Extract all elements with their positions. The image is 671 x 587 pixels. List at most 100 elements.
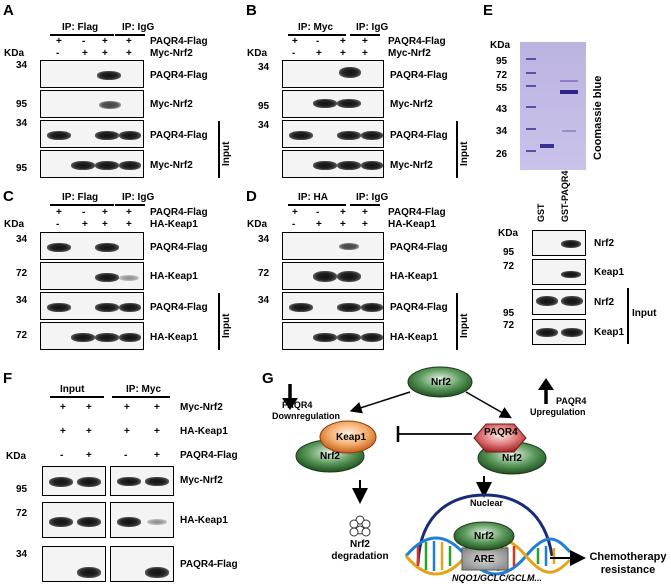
- panel-c-ip-left: IP: Flag: [62, 192, 99, 203]
- panel-d-marker: 34: [258, 234, 270, 245]
- keap1-nrf2-complex: [295, 420, 377, 473]
- panel-f-blot-3-ip: [110, 546, 174, 582]
- panel-a-marker: 34: [16, 118, 28, 129]
- panel-a-marker: 95: [16, 99, 28, 110]
- panel-f-blot-label: HA-Keap1: [180, 515, 228, 526]
- panel-f-sign: +: [86, 426, 92, 437]
- panel-a-sign: +: [102, 36, 108, 47]
- g-left-label-1: PAQR4: [282, 400, 313, 410]
- panel-e-lane-label: GST: [536, 203, 546, 222]
- panel-a-marker: 34: [16, 60, 28, 71]
- panel-b-sign: -: [316, 36, 320, 47]
- panel-d-blot-2: [282, 262, 384, 290]
- panel-b-letter: B: [246, 2, 257, 19]
- panel-b-sign: +: [316, 48, 322, 59]
- panel-f-sign: +: [154, 450, 160, 461]
- panel-a-blot-2: [40, 90, 144, 118]
- panel-c-sign: -: [56, 219, 60, 230]
- panel-e-marker: 95: [496, 56, 508, 67]
- panel-c-kda: KDa: [4, 219, 25, 230]
- panel-a-blot-label: PAQR4-Flag: [150, 130, 208, 141]
- panel-b-ip-left-line: [288, 34, 346, 36]
- panel-f-marker: 95: [16, 484, 28, 495]
- panel-e-kda-bottom: KDa: [498, 228, 519, 239]
- arrow-to-paqr4: [465, 391, 512, 419]
- panel-d-sign: +: [340, 219, 346, 230]
- g-right-label-2: Upregulation: [530, 407, 586, 417]
- coomassie-gel: [520, 42, 586, 170]
- g-left-label-2: Downregulation: [272, 411, 340, 421]
- panel-a-sign: +: [126, 48, 132, 59]
- panel-e-input: Input: [632, 308, 657, 319]
- panel-a-sign: +: [102, 48, 108, 59]
- panel-f-sign: +: [60, 402, 66, 413]
- panel-c-ip-right: IP: IgG: [122, 192, 155, 203]
- panel-e-marker: 72: [503, 320, 515, 331]
- panel-b-sign: -: [292, 48, 296, 59]
- panel-e-blot-label: Nrf2: [594, 238, 615, 249]
- panel-f-sign: +: [154, 402, 160, 413]
- panel-a-sign: +: [82, 48, 88, 59]
- panel-c-sign: +: [82, 219, 88, 230]
- panel-a-row1-label: PAQR4-Flag: [150, 36, 208, 47]
- panel-e-marker: 72: [496, 70, 508, 81]
- panel-c-sign: +: [126, 207, 132, 218]
- panel-a-row2-label: Myc-Nrf2: [150, 48, 193, 59]
- panel-d-ip-left: IP: HA: [298, 192, 328, 203]
- panel-e-stain: Coomassie blue: [592, 75, 604, 160]
- panel-d-input: Input: [459, 313, 470, 338]
- panel-d-blot-4: [282, 322, 384, 350]
- pathway-diagram: [282, 366, 586, 576]
- panel-c-blot-label: PAQR4-Flag: [150, 302, 208, 313]
- g-degradation-1: Nrf2: [349, 539, 370, 550]
- panel-d-sign: -: [316, 207, 320, 218]
- panel-b-sign: +: [340, 36, 346, 47]
- panel-d-row2-label: HA-Keap1: [388, 219, 436, 230]
- panel-c-sign: +: [56, 207, 62, 218]
- panel-f-blot-1-input: [42, 466, 106, 496]
- panel-d-blot-label: HA-Keap1: [390, 332, 438, 343]
- panel-f-group-left-line: [50, 396, 104, 398]
- panel-a-blot-label: PAQR4-Flag: [150, 70, 208, 81]
- panel-b-input-bracket: [456, 121, 458, 178]
- g-nuclear: Nuclear: [470, 498, 504, 508]
- panel-c-blot-label: PAQR4-Flag: [150, 242, 208, 253]
- panel-e-marker: 72: [503, 261, 515, 272]
- panel-b-blot-label: Myc-Nrf2: [390, 160, 433, 171]
- panel-a-blot-3: [40, 120, 144, 148]
- panel-c-blot-3: [40, 292, 144, 320]
- g-are: ARE: [473, 554, 495, 565]
- panel-b-blot-label: Myc-Nrf2: [390, 99, 433, 110]
- panel-b-ip-right-line: [350, 34, 380, 36]
- panel-a-input: Input: [221, 141, 232, 166]
- panel-c-sign: +: [102, 219, 108, 230]
- panel-a-ip-left-line: [50, 34, 114, 36]
- panel-e-lane-label: GST-PAQR4: [560, 170, 570, 222]
- panel-d-row1-label: PAQR4-Flag: [388, 207, 446, 218]
- panel-b-ip-right: IP: IgG: [356, 22, 389, 33]
- panel-b-kda: KDa: [247, 48, 268, 59]
- inhibition-symbol: [396, 426, 472, 442]
- panel-c-input-bracket: [218, 293, 220, 350]
- panel-b-sign: +: [292, 36, 298, 47]
- upregulation-arrow: [538, 378, 554, 404]
- panel-c-row2-label: HA-Keap1: [150, 219, 198, 230]
- panel-d-letter: D: [246, 188, 257, 205]
- degraded-protein-icon: [349, 515, 371, 537]
- panel-d-marker: 72: [258, 268, 270, 279]
- panel-f-sign: +: [124, 402, 130, 413]
- downregulation-arrow: [282, 384, 298, 410]
- panel-e-kda-top: KDa: [490, 40, 511, 51]
- panel-f-sign: +: [60, 426, 66, 437]
- panel-b-marker: 34: [258, 120, 270, 131]
- panel-d-ip-left-line: [288, 204, 346, 206]
- panel-c-blot-1: [40, 232, 144, 260]
- panel-d-ip-right: IP: IgG: [356, 192, 389, 203]
- panel-b-blot-4: [282, 150, 384, 178]
- panel-b-input: Input: [459, 141, 470, 166]
- panel-c-blot-2: [40, 262, 144, 290]
- panel-f-row-label: Myc-Nrf2: [180, 402, 223, 413]
- g-nrf2-nucleus: Nrf2: [473, 531, 494, 542]
- panel-a-letter: A: [3, 2, 14, 19]
- nrf2-nucleus-node: [453, 521, 515, 551]
